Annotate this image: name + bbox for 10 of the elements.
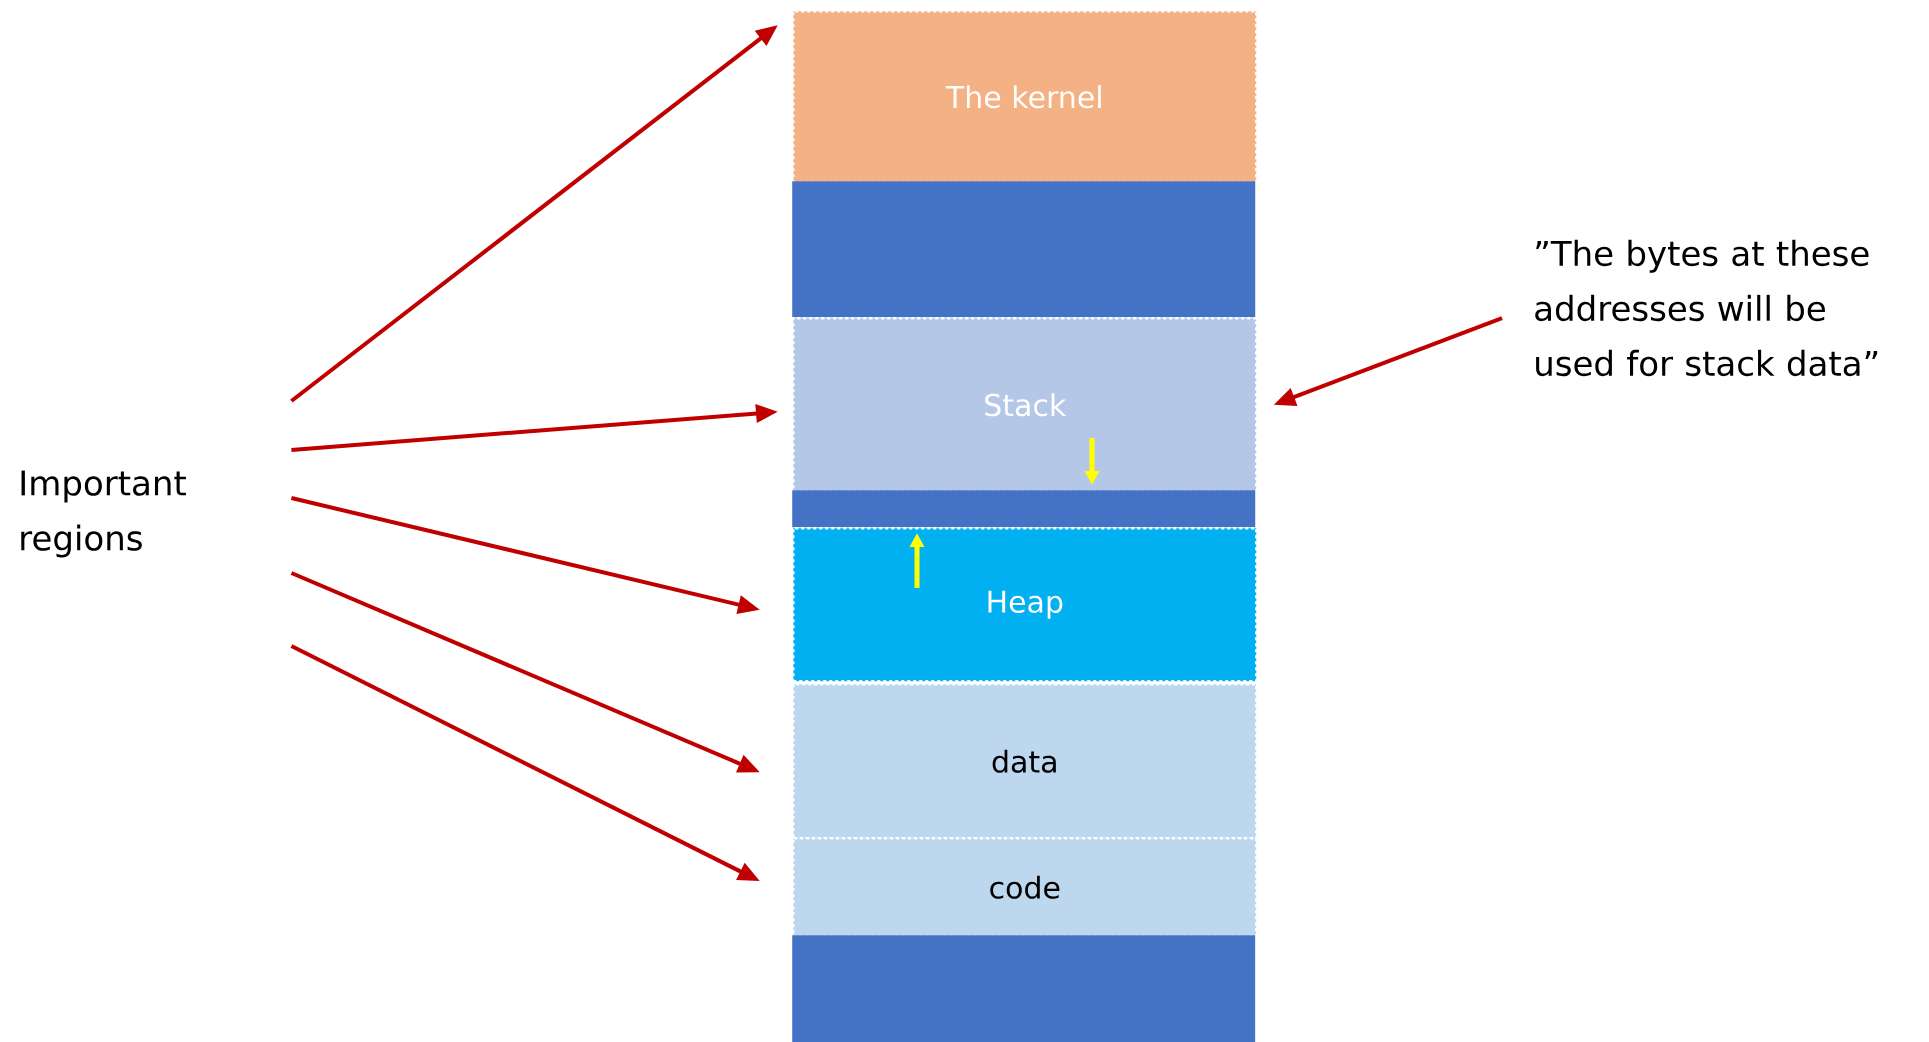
memory-region: code xyxy=(792,837,1258,938)
annotation-text: ”The bytes at these addresses will be used for stack data” xyxy=(1535,239,1878,377)
memory-band xyxy=(792,181,1256,318)
memory-band xyxy=(792,490,1256,528)
memory-band xyxy=(792,935,1256,1042)
memory-region: Stack xyxy=(792,317,1258,493)
memory-region: Heap xyxy=(792,527,1258,683)
annotation-text: Important regions xyxy=(21,470,186,558)
memory-region: data xyxy=(792,683,1258,840)
memory-region: The kernel xyxy=(792,10,1258,184)
